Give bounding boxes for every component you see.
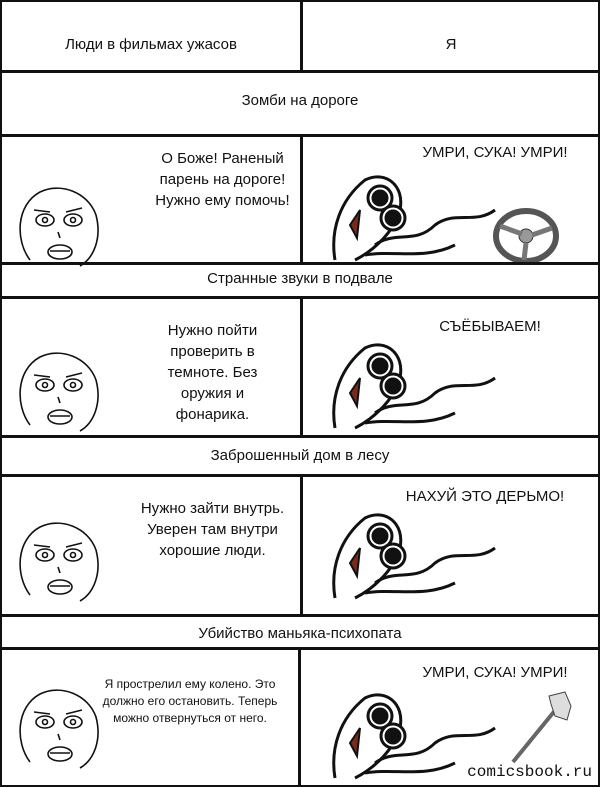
scene-title: Заброшенный дом в лесу bbox=[210, 447, 390, 464]
divider bbox=[0, 435, 600, 438]
divider bbox=[0, 70, 600, 73]
header-me-label: Я bbox=[445, 36, 457, 53]
divider bbox=[0, 262, 600, 265]
divider bbox=[300, 474, 303, 616]
header-people-label: Люди в фильмах ужасов bbox=[65, 36, 237, 53]
watermark: comicsbook.ru bbox=[467, 763, 592, 781]
me-speech: УМРИ, СУКА! УМРИ! bbox=[422, 664, 568, 681]
divider bbox=[0, 614, 600, 617]
me-speech: УМРИ, СУКА! УМРИ! bbox=[422, 144, 568, 161]
people-speech: Нужно зайти внутрь. Уверен там внутри хо… bbox=[140, 500, 285, 559]
troll-face-icon bbox=[332, 175, 497, 262]
worried-face-icon bbox=[19, 689, 99, 769]
me-speech: СЪЁБЫВАЕМ! bbox=[439, 318, 541, 335]
axe-icon bbox=[511, 691, 572, 764]
divider bbox=[300, 296, 303, 436]
scene-title: Убийство маньяка-психопата bbox=[198, 625, 402, 642]
worried-face-icon bbox=[19, 187, 99, 267]
scene-title: Странные звуки в подвале bbox=[207, 270, 393, 287]
divider bbox=[300, 134, 303, 264]
people-speech: Нужно пойти проверить в темноте. Без ору… bbox=[167, 322, 258, 423]
worried-face-icon bbox=[19, 522, 99, 602]
troll-face-icon bbox=[332, 513, 497, 600]
scene-title: Зомби на дороге bbox=[241, 92, 359, 109]
people-speech: О Боже! Раненый парень на дороге! Нужно … bbox=[155, 150, 290, 209]
people-speech: Я прострелил ему колено. Это должно его … bbox=[102, 677, 278, 725]
me-speech: НАХУЙ ЭТО ДЕРЬМО! bbox=[405, 488, 565, 505]
worried-face-icon bbox=[19, 352, 99, 432]
divider bbox=[300, 0, 303, 72]
troll-face-icon bbox=[332, 343, 497, 430]
divider bbox=[298, 647, 301, 787]
steering-wheel-icon bbox=[493, 208, 559, 264]
